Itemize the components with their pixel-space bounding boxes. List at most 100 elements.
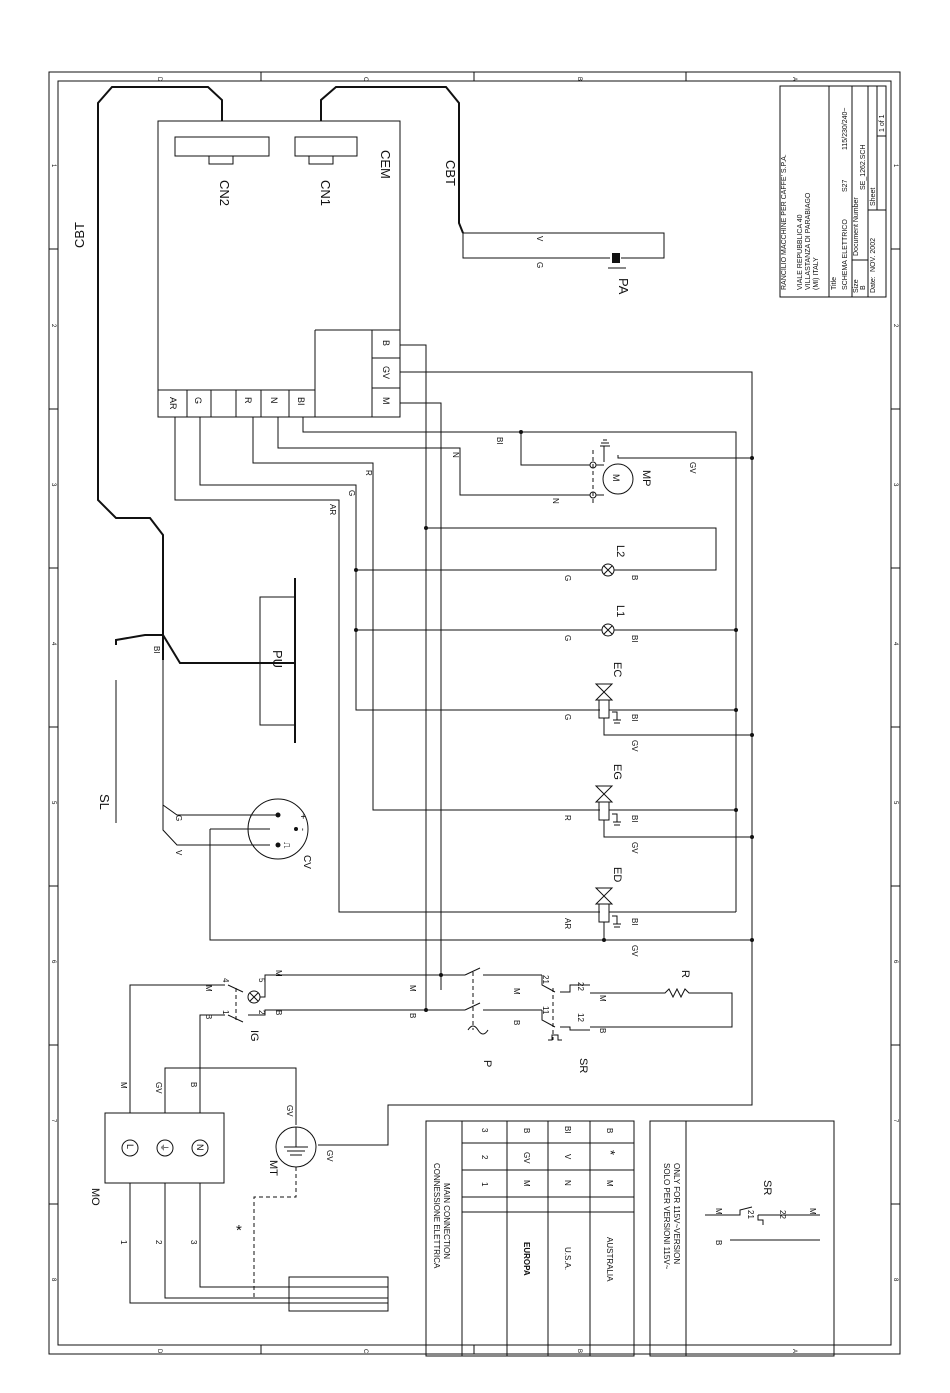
zone-right-5: 5 xyxy=(892,801,898,805)
cem-board: CN2 CN1 CEM AR G R N BI B GV M xyxy=(157,120,401,418)
sr-t12: 12 xyxy=(576,1013,585,1022)
wire-label-gv-mt: GV xyxy=(325,1150,334,1162)
tb-address-2: VILLASTANZA DI PARABIAGO xyxy=(805,192,812,290)
tb-address-3: (MI) ITALY xyxy=(813,257,820,290)
cbt-label-right: CBT xyxy=(443,160,458,186)
p-component: M B M B P xyxy=(408,967,542,1067)
ig-t2: 2 xyxy=(257,1010,266,1015)
zone-right-6: 6 xyxy=(892,960,898,964)
r-heater: R xyxy=(590,970,733,1028)
zone-right-3: 3 xyxy=(892,483,898,487)
cbt-label-left: CBT xyxy=(72,222,87,248)
sr-relay: 21 22 11 12 M B SR xyxy=(541,975,607,1073)
us-terminal-22: 22 xyxy=(778,1210,787,1219)
wire-label-bi: BI xyxy=(495,437,504,445)
ed-wire-ar: AR xyxy=(563,918,572,929)
ig-t4: 4 xyxy=(221,978,230,983)
zone-right-8: 8 xyxy=(892,1278,898,1282)
tb-model: S27 xyxy=(842,179,849,192)
eg-label: EG xyxy=(611,764,623,780)
junction-dots xyxy=(354,430,754,1012)
cem-pin-b: B xyxy=(381,340,391,346)
tb-sheet-label: Sheet xyxy=(870,188,877,206)
mt-earth: GV MT * xyxy=(236,1105,317,1298)
eg-valve: R BI GV EG xyxy=(563,764,752,854)
pa-component: V G PA xyxy=(462,232,665,295)
ig-switch: 4 5 1 2 M B M B IG xyxy=(129,970,441,1095)
eg-wire-bi: BI xyxy=(630,815,639,823)
us-wire-b: B xyxy=(714,1240,723,1245)
pa-label: PA xyxy=(616,278,631,295)
zone-left-1: 1 xyxy=(50,164,56,168)
pu-component: PU BI xyxy=(152,578,296,743)
eg-wire-r: R xyxy=(563,815,572,821)
cn2-label: CN2 xyxy=(217,180,232,206)
tb-size-label: Size xyxy=(853,279,860,293)
mo-sym-n: N xyxy=(195,1144,205,1151)
mp-wire-n: N xyxy=(551,498,560,504)
cem-pin-n: N xyxy=(269,397,279,404)
cv-pulse: ⎍ xyxy=(282,842,292,849)
sr-t11: 11 xyxy=(541,1006,550,1015)
tb-title: SCHEMA ELETTRICO xyxy=(842,219,849,290)
zone-right-7: 7 xyxy=(892,1119,898,1123)
zone-left-4: 4 xyxy=(50,642,56,646)
pa-wire-g: G xyxy=(535,262,544,268)
zone-bottom-d: D xyxy=(156,1349,162,1354)
wire-label-ar: AR xyxy=(328,504,337,515)
conn-table-title-1: CONNESSIONE ELETTRICA xyxy=(432,1163,441,1269)
tb-voltage: 115/230/240~ xyxy=(842,108,849,151)
sr-wire-b: B xyxy=(598,1028,607,1033)
zone-top-a: A xyxy=(791,77,797,81)
mo-t2: 2 xyxy=(154,1240,163,1245)
ig-wire-b-out: B xyxy=(274,1010,283,1015)
conn-usa-3: BI xyxy=(563,1126,572,1134)
conn-aus-1: M xyxy=(605,1180,614,1187)
l1-label: L1 xyxy=(614,605,626,617)
zone-labels: D C B A D C B A 1 2 3 4 5 6 7 8 1 2 3 4 … xyxy=(50,77,898,1354)
cem-pin-g: G xyxy=(193,397,203,404)
conn-terminal-2: 2 xyxy=(480,1155,489,1160)
mo-wire-m: M xyxy=(119,1082,128,1089)
ed-label: ED xyxy=(611,867,623,882)
conn-region-australia: AUSTRALIA xyxy=(605,1237,614,1282)
ec-label: EC xyxy=(611,662,623,677)
tb-address-1: VIALE REPUBBLICA 40 xyxy=(797,214,804,290)
cv-plus: + xyxy=(298,814,308,819)
us-wire-m-left: M xyxy=(714,1208,723,1215)
pu-wire-bi: BI xyxy=(152,646,161,654)
zone-left-2: 2 xyxy=(50,324,56,328)
mt-wire-gv: GV xyxy=(285,1105,294,1117)
ec-wire-gv: GV xyxy=(630,740,639,752)
conn-usa-1: N xyxy=(563,1180,572,1186)
l1-lamp: G BI L1 xyxy=(356,605,736,643)
l2-label: L2 xyxy=(614,545,626,557)
mo-terminal-block: L ⏚ N M GV B MO 1 2 3 xyxy=(89,1067,389,1312)
cem-output-wiring: BI N R G AR GV GV xyxy=(174,344,753,1162)
us-sr-label: SR xyxy=(761,1180,773,1195)
mo-wire-b: B xyxy=(189,1082,198,1087)
sl-component: SL xyxy=(97,680,117,823)
mo-t3: 3 xyxy=(189,1240,198,1245)
ec-wire-g: G xyxy=(563,714,572,720)
zone-right-4: 4 xyxy=(892,642,898,646)
tb-doc-number: SE_1262.SCH xyxy=(860,144,867,190)
sr-t21: 21 xyxy=(541,975,550,984)
zone-right-2: 2 xyxy=(892,324,898,328)
conn-table-title-2: MAIN CONNECTION xyxy=(442,1183,451,1259)
mo-t1: 1 xyxy=(119,1240,128,1245)
zone-bottom-b: B xyxy=(576,1349,582,1353)
p-wire-m-out: M xyxy=(512,988,521,995)
mp-component: M N MP xyxy=(520,432,752,505)
mo-sym-l: L xyxy=(125,1144,135,1149)
connection-table: CONNESSIONE ELETTRICA MAIN CONNECTION 3 … xyxy=(425,1120,635,1357)
drawing-frame xyxy=(48,71,901,1355)
ec-valve: G BI GV EC xyxy=(563,662,752,752)
cem-pin-r: R xyxy=(243,397,253,404)
tb-date: NOV. 2002 xyxy=(870,238,877,272)
zone-left-5: 5 xyxy=(50,801,56,805)
conn-aus-3: B xyxy=(605,1128,614,1133)
r-label: R xyxy=(679,970,691,978)
conn-region-europa: EUROPA xyxy=(522,1242,531,1276)
